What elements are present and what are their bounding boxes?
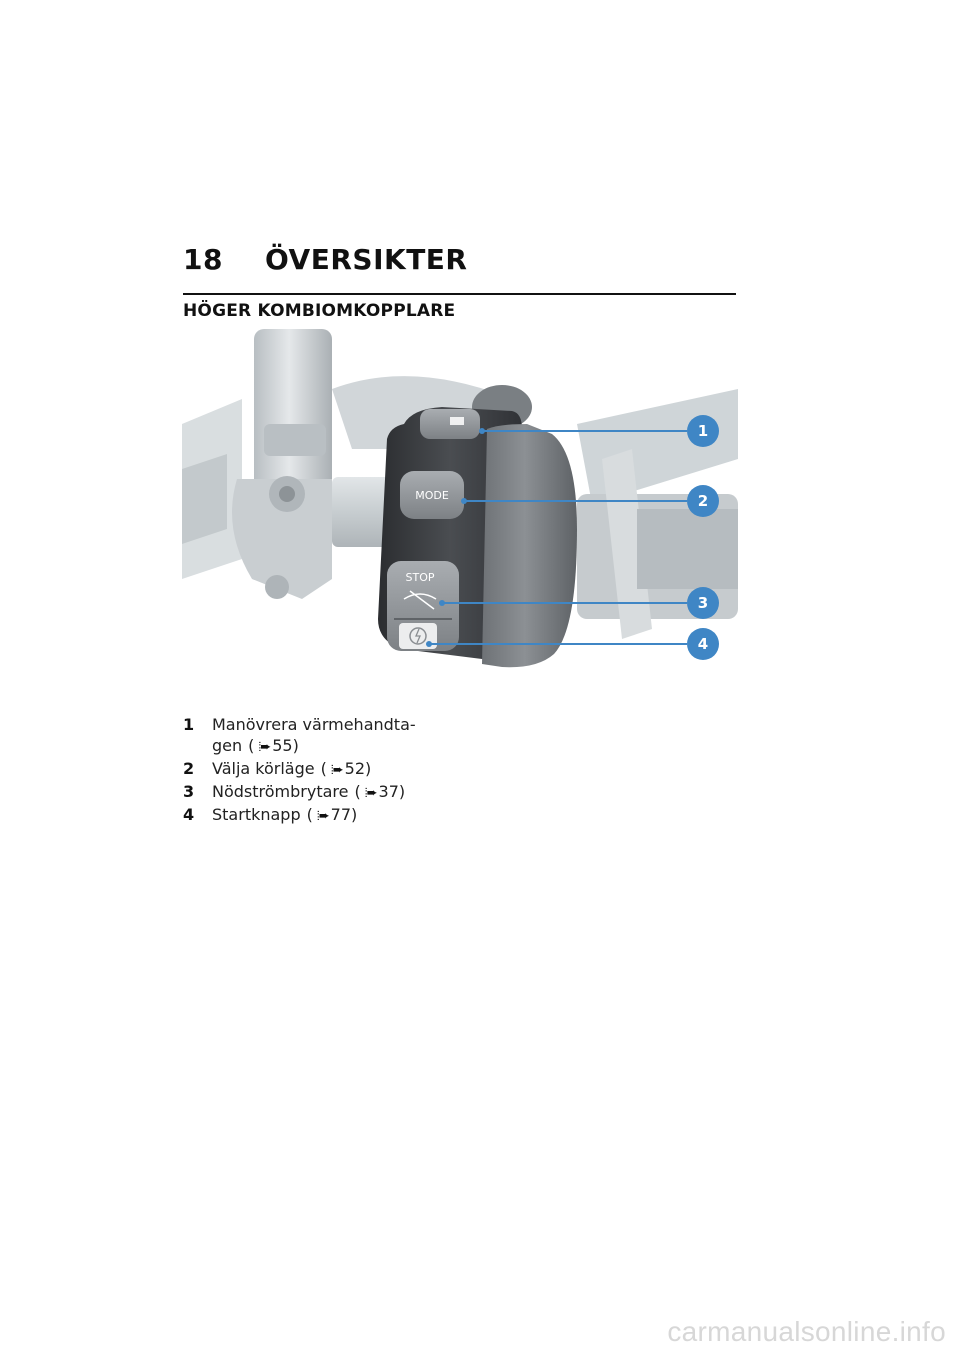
page-number: 18 <box>183 243 223 276</box>
stop-button-label: STOP <box>406 571 435 584</box>
page-reference[interactable]: (⦙➨37) <box>354 782 406 801</box>
chapter-title: ÖVERSIKTER <box>265 243 468 276</box>
legend-text: Manövrera värmehandta-gen <box>212 715 416 755</box>
heading-rule <box>183 293 736 295</box>
page-ref-arrow-icon: ⦙➨ <box>364 786 378 801</box>
handlebar-switch-illustration: MODE STOP 1 2 3 4 <box>182 329 738 672</box>
legend-number: 1 <box>183 715 195 734</box>
legend-list: 1 Manövrera värmehandta-gen(⦙➨55) 2 Välj… <box>183 714 462 827</box>
chapter-heading: 18 ÖVERSIKTER <box>183 243 467 276</box>
legend-number: 4 <box>183 805 195 824</box>
legend-number: 2 <box>183 759 195 778</box>
handlebar-switch-figure: MODE STOP 1 2 3 4 <box>182 329 738 672</box>
legend-item-2: 2 Välja körläge (⦙➨52) <box>183 758 462 781</box>
page-ref-arrow-icon: ⦙➨ <box>316 809 330 824</box>
page-reference[interactable]: (⦙➨52) <box>320 759 372 778</box>
mode-button-label: MODE <box>415 489 449 502</box>
legend-item-4: 4 Startknapp (⦙➨77) <box>183 804 462 827</box>
page-ref-arrow-icon: ⦙➨ <box>258 740 271 755</box>
legend-number: 3 <box>183 782 195 801</box>
legend-item-1: 1 Manövrera värmehandta-gen(⦙➨55) <box>183 714 462 758</box>
callout-2-label: 2 <box>698 492 708 510</box>
callout-3-label: 3 <box>698 594 708 612</box>
callout-1 <box>687 415 719 447</box>
page-ref-number: 52 <box>344 759 366 778</box>
page-ref-number: 77 <box>330 805 352 824</box>
page-reference[interactable]: (⦙➨77) <box>306 805 358 824</box>
page-reference[interactable]: (⦙➨55) <box>248 736 299 755</box>
callout-4 <box>687 628 719 660</box>
legend-text: Startknapp <box>212 805 301 824</box>
legend-text: Nödströmbrytare <box>212 782 349 801</box>
page-ref-arrow-icon: ⦙➨ <box>330 763 344 778</box>
page-ref-number: 55 <box>272 736 293 755</box>
page-ref-number: 37 <box>378 782 399 801</box>
callout-2 <box>687 485 719 517</box>
callout-4-label: 4 <box>698 635 708 653</box>
legend-item-3: 3 Nödströmbrytare (⦙➨37) <box>183 781 462 804</box>
legend-text: Välja körläge <box>212 759 315 778</box>
callout-1-label: 1 <box>698 422 708 440</box>
watermark: carmanualsonline.info <box>667 1316 946 1347</box>
section-title: HÖGER KOMBIOMKOPPLARE <box>183 301 456 321</box>
callout-3 <box>687 587 719 619</box>
